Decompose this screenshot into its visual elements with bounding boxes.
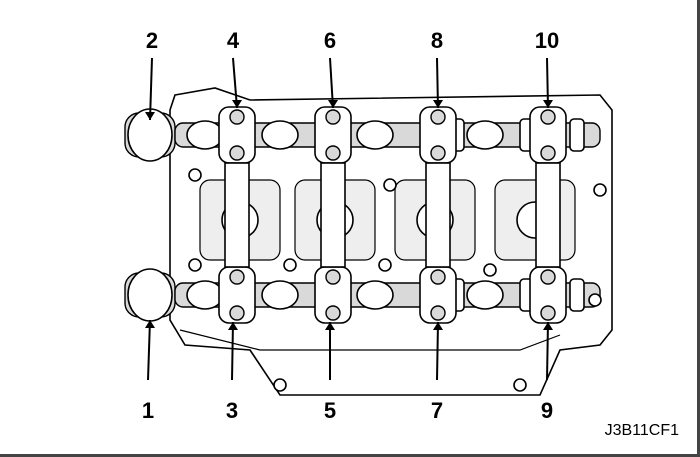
cam-lobe: [466, 120, 504, 150]
cap-bolt: [540, 109, 556, 125]
head-bolt: [513, 378, 527, 392]
figure-code: J3B11CF1: [604, 422, 679, 439]
cylinder-head-outline: [169, 87, 613, 396]
cam-lobe: [356, 280, 394, 310]
bolt-sequence-number: 6: [323, 28, 337, 53]
cam-lobe: [186, 280, 224, 310]
cam-lobe: [261, 280, 299, 310]
head-bolt: [378, 258, 392, 272]
cap-bolt: [430, 145, 446, 161]
head-bolt: [283, 258, 297, 272]
callout-arrowhead: [145, 320, 155, 328]
callout-arrowhead: [433, 322, 443, 330]
bolt-sequence-number: 1: [141, 398, 155, 423]
cap-bolt: [540, 269, 556, 285]
callout-arrowhead: [543, 322, 553, 330]
cap-bolt: [229, 269, 245, 285]
cap-bridge: [224, 162, 250, 268]
callout-leader-line: [147, 319, 151, 381]
cap-bolt: [325, 145, 341, 161]
callout-leader-line: [149, 57, 153, 121]
bolt-sequence-number: 7: [430, 398, 444, 423]
callout-arrowhead: [145, 112, 155, 120]
callout-leader-line: [231, 321, 234, 381]
callout-arrowhead: [543, 100, 553, 108]
cap-bolt: [325, 109, 341, 125]
bolt-sequence-number: 10: [534, 28, 560, 53]
journal: [569, 118, 585, 152]
cap-bolt: [229, 145, 245, 161]
cap-bolt: [229, 305, 245, 321]
cap-bolt: [229, 109, 245, 125]
head-bolt: [188, 168, 202, 182]
cap-bridge: [320, 162, 346, 268]
cap-bolt: [430, 109, 446, 125]
cap-bolt: [325, 305, 341, 321]
journal: [569, 278, 585, 312]
callout-arrowhead: [328, 100, 338, 108]
callout-arrowhead: [228, 322, 238, 330]
head-bolt: [188, 258, 202, 272]
callout-leader-line: [329, 57, 334, 109]
callout-arrowhead: [433, 100, 443, 108]
head-bolt: [593, 183, 607, 197]
callout-leader-line: [546, 57, 549, 109]
head-bolt: [383, 178, 397, 192]
bolt-sequence-number: 4: [226, 28, 240, 53]
head-bolt: [588, 293, 602, 307]
callout-leader-line: [436, 57, 439, 109]
head-bolt: [483, 263, 497, 277]
cap-bolt: [540, 305, 556, 321]
cam-lobe: [186, 120, 224, 150]
cap-bridge: [425, 162, 451, 268]
cam-sprocket: [127, 268, 173, 322]
head-bolt: [273, 378, 287, 392]
cap-bolt: [430, 305, 446, 321]
cam-lobe: [466, 280, 504, 310]
cam-lobe: [356, 120, 394, 150]
bolt-sequence-number: 3: [225, 398, 239, 423]
callout-leader-line: [546, 321, 549, 381]
cap-bolt: [430, 269, 446, 285]
head-lower-edge: [179, 329, 561, 351]
bolt-sequence-number: 9: [540, 398, 554, 423]
callout-arrowhead: [232, 100, 242, 108]
bolt-sequence-number: 5: [323, 398, 337, 423]
callout-leader-line: [232, 57, 238, 109]
bolt-sequence-number: 8: [430, 28, 444, 53]
bolt-sequence-number: 2: [145, 28, 159, 53]
cap-bridge: [535, 162, 561, 268]
cap-bolt: [540, 145, 556, 161]
cap-bolt: [325, 269, 341, 285]
callout-arrowhead: [325, 322, 335, 330]
callout-leader-line: [436, 321, 439, 381]
cam-lobe: [261, 120, 299, 150]
